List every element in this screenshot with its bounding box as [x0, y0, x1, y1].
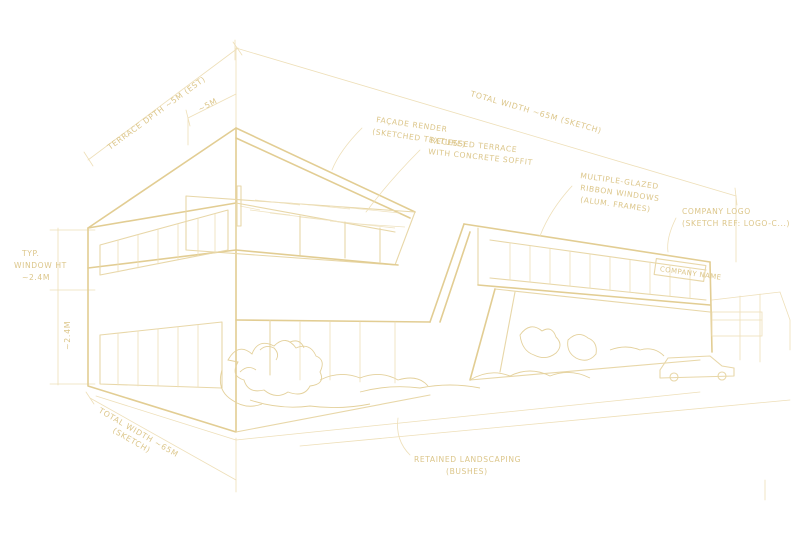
total-width-bottom-label: TOTAL WIDTH ~65M	[96, 405, 180, 459]
car	[659, 355, 735, 382]
terrace-soffit-hatching	[239, 199, 406, 229]
total-width-top-label: TOTAL WIDTH ~65M (SKETCH)	[468, 89, 602, 135]
window-height-value: ~2.4M	[22, 273, 50, 282]
landscaping	[219, 326, 665, 409]
landscaping-sub: (BUSHES)	[446, 467, 488, 476]
company-logo-sub: (SKETCH REF: LOGO-C...)	[682, 219, 790, 228]
window-height-label-2: WINDOW HT	[14, 261, 67, 270]
terrace-short-label: ~5M	[197, 96, 219, 113]
leader-lines	[331, 127, 677, 456]
window-height-label: TYP.	[21, 249, 40, 258]
floor-height-label: ~2.4M	[63, 321, 72, 350]
company-logo-label: COMPANY LOGO	[682, 207, 751, 216]
background-buildings	[711, 291, 791, 363]
right-wing: COMPANY NAME	[429, 223, 722, 381]
building-outline	[87, 127, 431, 433]
terrace-depth-label: TERRACE DPTH ~5M (EST)	[105, 74, 207, 152]
landscaping-label: RETAINED LANDSCAPING	[414, 455, 521, 464]
ground-lines	[95, 391, 791, 447]
